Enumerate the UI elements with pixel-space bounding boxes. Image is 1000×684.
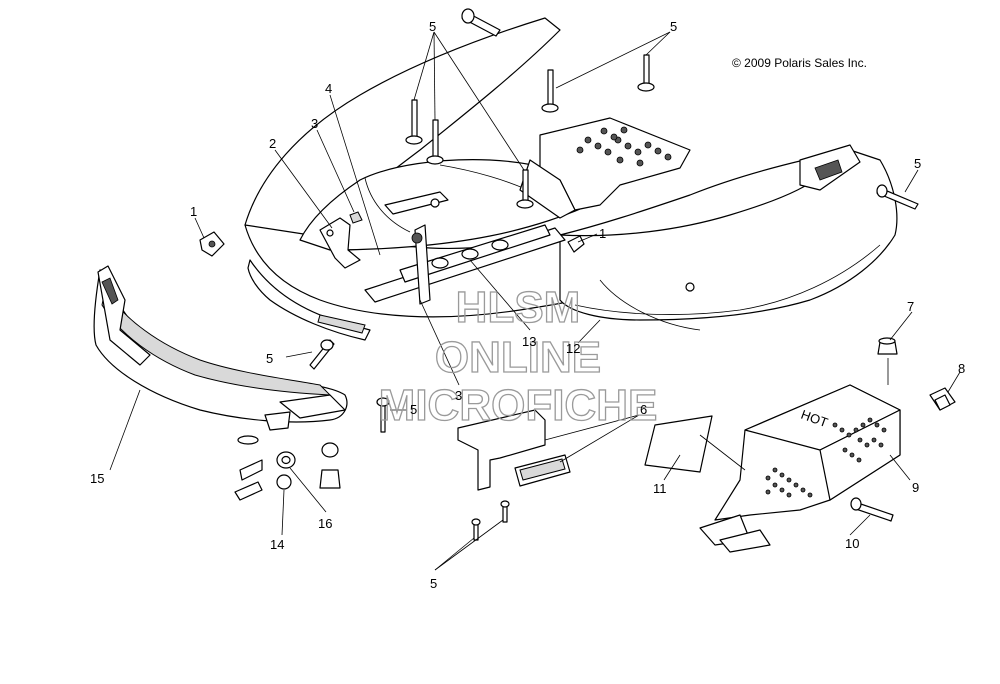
watermark-line-1: HLSM — [456, 283, 581, 332]
callout-12: 12 — [566, 341, 580, 356]
callout-3-top: 3 — [311, 116, 318, 131]
callout-5-top-right: 5 — [670, 19, 677, 34]
vent-pattern — [765, 417, 887, 498]
callout-8: 8 — [958, 361, 965, 376]
callout-11: 11 — [653, 481, 667, 496]
watermark-line-3: MICROFICHE — [379, 381, 658, 430]
watermark: HLSM ONLINE MICROFICHE — [378, 282, 658, 430]
callout-labels: 5 5 5 5 5 5 1 1 2 3 3 4 13 12 6 7 8 9 10… — [90, 19, 965, 591]
shield-hardware — [850, 337, 956, 522]
copyright-notice: © 2009 Polaris Sales Inc. — [732, 56, 867, 70]
cross-rail — [364, 191, 566, 305]
callout-5-left: 5 — [266, 351, 273, 366]
callout-5-top: 5 — [429, 19, 436, 34]
callout-5-bottom: 5 — [430, 576, 437, 591]
callout-7: 7 — [907, 299, 914, 314]
decal-sheet — [644, 415, 713, 473]
callout-1-left: 1 — [190, 204, 197, 219]
front-bumper — [93, 265, 348, 431]
bumper-hardware — [234, 435, 341, 501]
callout-16: 16 — [318, 516, 332, 531]
callout-14: 14 — [270, 537, 284, 552]
callout-3-bottom: 3 — [455, 388, 462, 403]
callout-1-right: 1 — [599, 226, 606, 241]
callout-5-right: 5 — [914, 156, 921, 171]
mount-plate-with-pad — [457, 409, 571, 491]
heat-shield: HOT — [699, 384, 901, 553]
callout-5-mid: 5 — [410, 402, 417, 417]
callout-4: 4 — [325, 81, 332, 96]
callout-9: 9 — [912, 480, 919, 495]
leader-lines — [109, 31, 961, 571]
callout-10: 10 — [845, 536, 859, 551]
callout-15: 15 — [90, 471, 104, 486]
watermark-line-2: ONLINE — [435, 333, 601, 382]
callout-6: 6 — [640, 402, 647, 417]
callout-13: 13 — [522, 334, 536, 349]
callout-2: 2 — [269, 136, 276, 151]
rivet-fasteners — [199, 8, 919, 541]
front-bracket — [319, 211, 363, 269]
rear-bracket-plate — [519, 117, 691, 219]
